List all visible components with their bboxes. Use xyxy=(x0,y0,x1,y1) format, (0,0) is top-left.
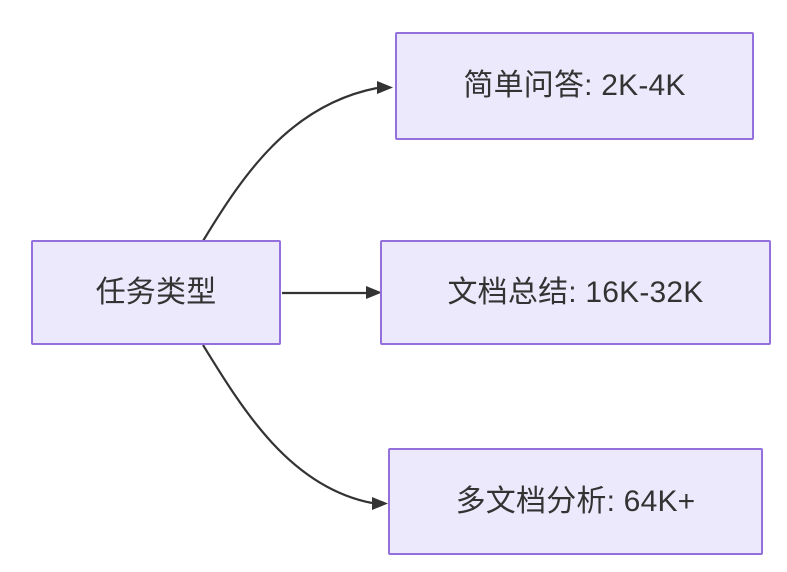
node-task-type-label: 任务类型 xyxy=(95,275,217,309)
node-multi-document-analysis[interactable]: 多文档分析: 64K+ xyxy=(388,448,763,555)
node-document-summary-label: 文档总结: 16K-32K xyxy=(447,275,704,309)
node-task-type[interactable]: 任务类型 xyxy=(31,240,281,345)
node-multi-document-analysis-label: 多文档分析: 64K+ xyxy=(455,484,696,518)
node-document-summary[interactable]: 文档总结: 16K-32K xyxy=(380,240,771,345)
edge-root-multi xyxy=(202,344,388,510)
node-simple-qa-label: 简单问答: 2K-4K xyxy=(463,69,686,102)
edge-root-multi-line xyxy=(202,344,373,505)
node-simple-qa[interactable]: 简单问答: 2K-4K xyxy=(395,32,754,140)
edge-root-qa-arrowhead xyxy=(377,81,393,94)
edge-root-qa xyxy=(202,81,393,242)
edge-root-summ xyxy=(282,286,382,299)
edge-root-multi-arrowhead xyxy=(372,497,388,510)
edge-root-qa-line xyxy=(202,86,378,242)
